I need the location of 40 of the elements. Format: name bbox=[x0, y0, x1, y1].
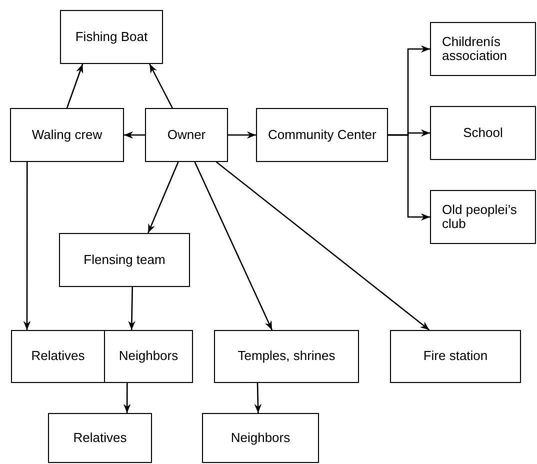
process-box bbox=[48, 413, 152, 463]
box-label: Temples, shrines bbox=[238, 349, 336, 364]
process-box bbox=[10, 108, 124, 162]
arrow bbox=[254, 382, 262, 414]
box-label: Flensing team bbox=[84, 252, 166, 268]
box-label: Childrenís association bbox=[442, 34, 508, 64]
box-label: Neighbors bbox=[118, 349, 178, 364]
process-box bbox=[59, 233, 190, 287]
process-box bbox=[214, 330, 359, 383]
process-box bbox=[11, 330, 105, 383]
process-box bbox=[256, 108, 388, 162]
box-label: Old peoplei’s club bbox=[442, 202, 518, 232]
box-label: Community Center bbox=[268, 128, 376, 142]
arrow bbox=[66, 64, 84, 108]
box-label: Owner bbox=[167, 128, 206, 142]
box-label: Neighbors bbox=[230, 430, 290, 446]
arrow bbox=[216, 162, 430, 330]
box-label: School bbox=[463, 126, 503, 140]
process-box bbox=[390, 330, 521, 383]
process-box bbox=[104, 330, 193, 383]
arrow bbox=[228, 131, 256, 139]
process-box bbox=[430, 190, 536, 244]
box-label: Fire station bbox=[423, 349, 488, 364]
process-box bbox=[430, 22, 536, 76]
box-label: Waling crew bbox=[32, 128, 102, 142]
arrow bbox=[23, 162, 31, 330]
process-box bbox=[60, 10, 163, 64]
arrow bbox=[124, 131, 145, 139]
arrow bbox=[388, 134, 430, 221]
box-label: Fishing Boat bbox=[75, 30, 148, 44]
arrow bbox=[128, 286, 136, 330]
arrow bbox=[194, 162, 273, 330]
process-box bbox=[145, 108, 228, 162]
box-label: Relatives bbox=[31, 349, 85, 364]
process-box bbox=[202, 413, 319, 463]
arrow bbox=[147, 162, 179, 234]
arrow bbox=[123, 383, 131, 413]
process-box bbox=[430, 106, 536, 160]
box-label: Relatives bbox=[73, 430, 127, 446]
arrow bbox=[149, 64, 173, 108]
